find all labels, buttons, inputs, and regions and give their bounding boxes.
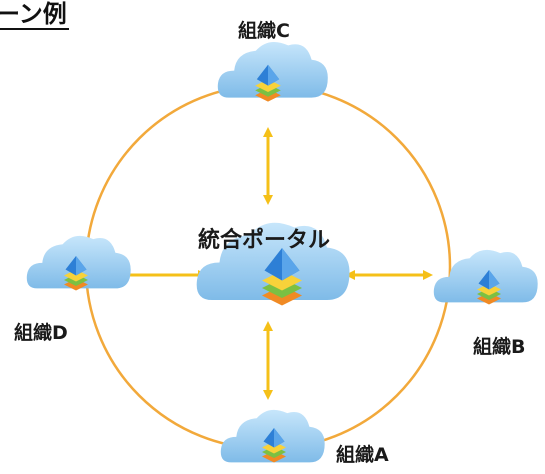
node-label-a: 組織A — [336, 444, 389, 466]
page-title: ーン例 — [0, 0, 69, 30]
cloud-icon-c — [217, 41, 328, 102]
portal-cloud-icon — [196, 222, 350, 306]
cloud-icon-b — [433, 249, 538, 305]
cloud-icon-a — [220, 409, 325, 463]
node-label-b: 組織B — [473, 336, 526, 358]
portal-label: 統合ポータル — [198, 228, 331, 253]
cloud-icon-d — [26, 235, 131, 291]
node-label-c: 組織C — [238, 20, 290, 42]
node-label-d: 組織D — [14, 322, 68, 344]
